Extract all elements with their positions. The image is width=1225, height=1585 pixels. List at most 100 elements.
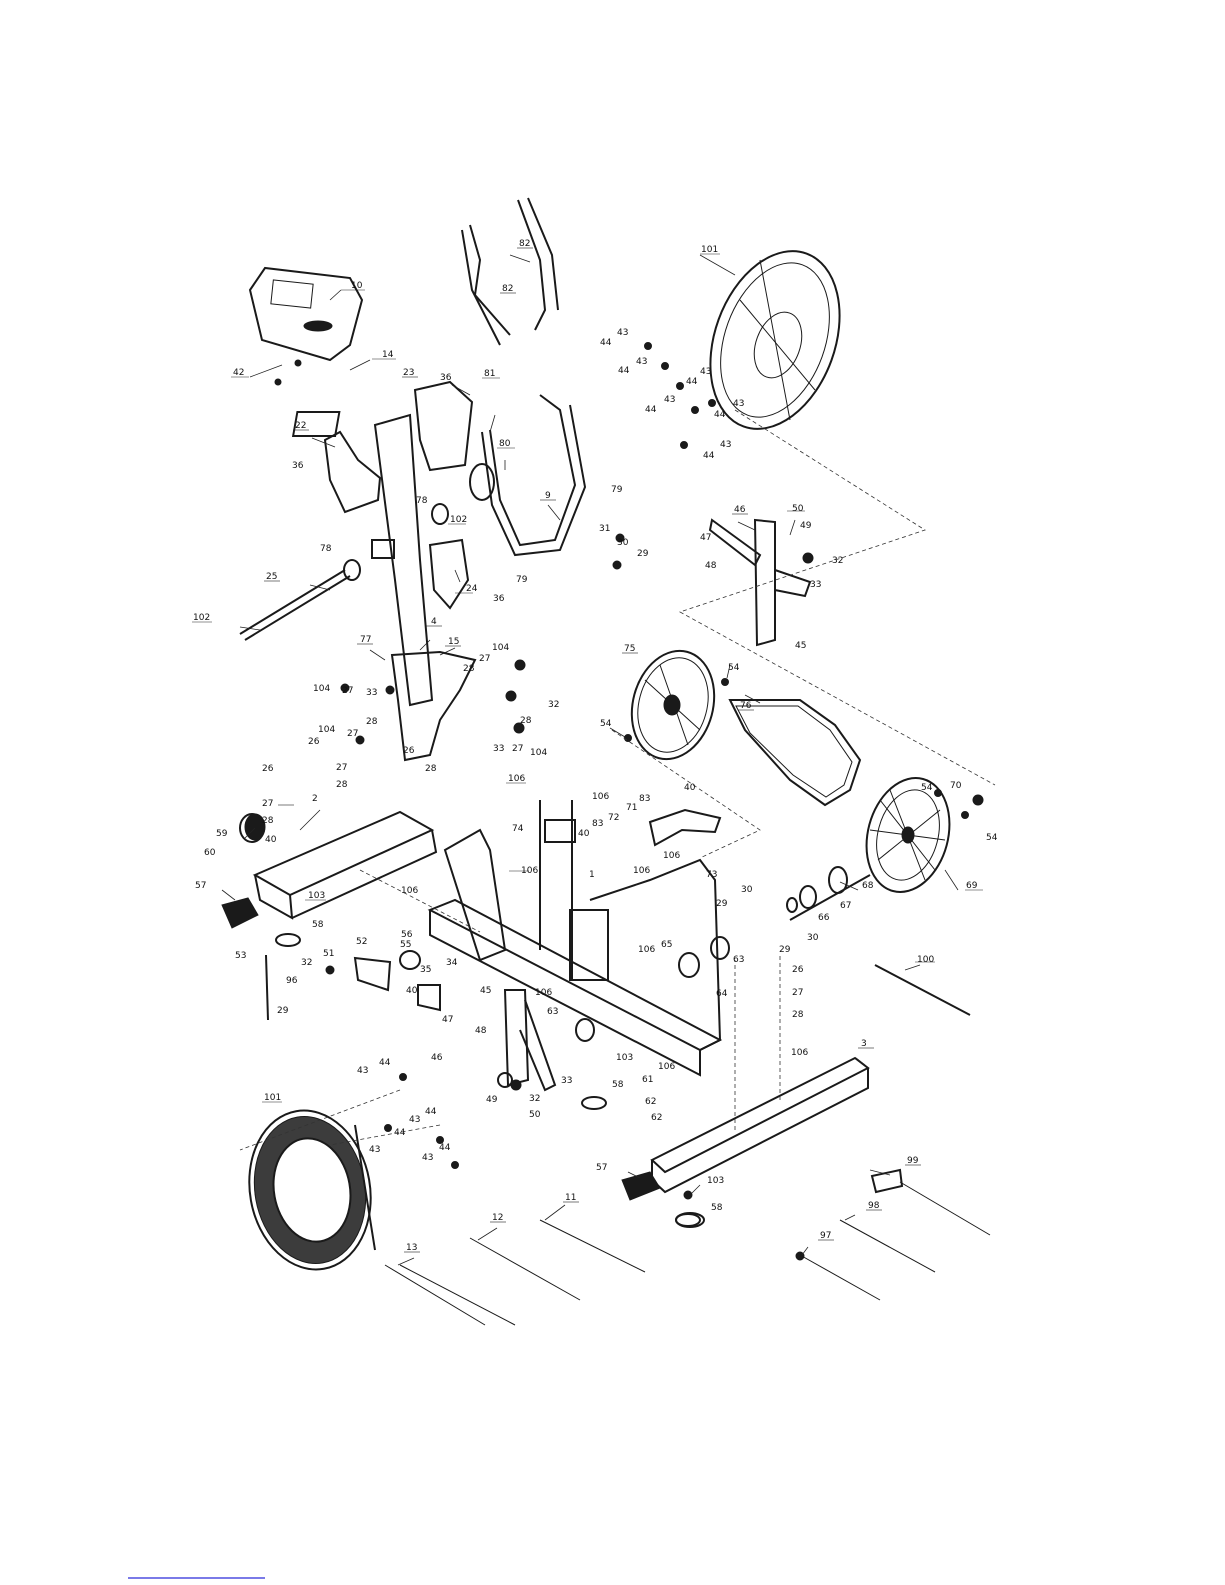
label-98: 98: [868, 1201, 880, 1211]
label-106-i: 106: [791, 1048, 808, 1058]
label-73: 73: [706, 870, 717, 880]
label-33-b: 33: [366, 688, 377, 698]
label-83-b: 83: [592, 819, 603, 829]
label-79-a: 79: [611, 485, 623, 495]
label-40-b: 40: [578, 829, 590, 839]
part-cables: [384, 964, 991, 1326]
label-10: 10: [351, 281, 363, 291]
label-29-b: 29: [716, 899, 728, 909]
label-46-bottom: 46: [431, 1053, 443, 1063]
label-42: 42: [233, 368, 244, 378]
part-upper-handlebar: [461, 197, 559, 346]
label-40-d: 40: [406, 986, 418, 996]
label-14: 14: [382, 350, 394, 360]
label-50-bottom: 50: [529, 1110, 541, 1120]
label-26-a: 26: [308, 737, 320, 747]
part-rear-bracket-upper: [708, 518, 812, 647]
label-58-c: 58: [711, 1203, 723, 1213]
label-43-i: 43: [369, 1145, 380, 1155]
label-40-c: 40: [265, 835, 277, 845]
label-97: 97: [820, 1231, 831, 1241]
label-99: 99: [907, 1156, 919, 1166]
label-13: 13: [406, 1243, 417, 1253]
label-9: 9: [545, 491, 551, 501]
part-flywheel-cover-left: [248, 1109, 376, 1271]
label-69: 69: [966, 881, 978, 891]
label-4: 4: [431, 617, 437, 627]
label-54-c: 54: [921, 783, 933, 793]
label-102-a: 102: [450, 515, 467, 525]
label-70: 70: [950, 781, 962, 791]
label-27-f: 27: [262, 799, 273, 809]
label-30-a: 30: [617, 538, 629, 548]
label-44-i: 44: [394, 1128, 406, 1138]
label-103-c: 103: [707, 1176, 724, 1186]
label-81: 81: [484, 369, 495, 379]
label-43-g: 43: [357, 1066, 368, 1076]
label-101-top: 101: [701, 245, 718, 255]
label-61: 61: [642, 1075, 653, 1085]
label-33-a: 33: [493, 744, 504, 754]
label-103-a: 103: [308, 891, 325, 901]
label-36-b: 36: [292, 461, 304, 471]
label-27-a: 27: [479, 654, 490, 664]
label-44-b: 44: [618, 366, 630, 376]
label-43-f: 43: [720, 440, 731, 450]
label-40-a: 40: [684, 783, 696, 793]
label-103-b: 103: [616, 1053, 633, 1063]
label-29-c: 29: [779, 945, 791, 955]
label-76: 76: [740, 701, 752, 711]
part-rear-stabilizer: [621, 1056, 870, 1228]
label-65: 65: [661, 940, 672, 950]
label-30-b: 30: [741, 885, 753, 895]
label-27-d: 27: [347, 729, 358, 739]
label-64: 64: [716, 989, 728, 999]
label-44-f: 44: [703, 451, 715, 461]
label-22: 22: [295, 421, 306, 431]
part-labels: 10 42 14 82 82 101 101 43 43 43 43 43 43…: [193, 239, 998, 1253]
label-33-top: 33: [810, 580, 821, 590]
label-27-e: 27: [336, 763, 347, 773]
label-102-b: 102: [193, 613, 210, 623]
label-106-e: 106: [521, 866, 538, 876]
label-82-upper: 82: [519, 239, 530, 249]
label-44-e: 44: [714, 410, 726, 420]
label-23: 23: [403, 368, 414, 378]
part-console: [248, 266, 364, 362]
label-52: 52: [356, 937, 367, 947]
label-106-c: 106: [663, 851, 680, 861]
label-44-d: 44: [645, 405, 657, 415]
part-seat-bracket: [390, 650, 477, 762]
label-54-a: 54: [728, 663, 740, 673]
label-55: 55: [400, 940, 411, 950]
part-belt: [728, 699, 862, 807]
label-43-b: 43: [636, 357, 647, 367]
label-44-j: 44: [439, 1143, 451, 1153]
label-49-top: 49: [800, 521, 812, 531]
label-106-j: 106: [658, 1062, 675, 1072]
label-43-d: 43: [664, 395, 675, 405]
label-49-bottom: 49: [486, 1095, 498, 1105]
label-57-b: 57: [596, 1163, 607, 1173]
part-main-post: [291, 411, 434, 707]
label-12: 12: [492, 1213, 503, 1223]
label-31: 31: [599, 524, 610, 534]
part-tension-bracket: [539, 800, 576, 980]
label-59: 59: [216, 829, 228, 839]
part-main-frame: [427, 828, 723, 1077]
label-51: 51: [323, 949, 334, 959]
label-54-d: 54: [986, 833, 998, 843]
label-47-bottom: 47: [442, 1015, 453, 1025]
label-43-c: 43: [700, 367, 711, 377]
label-28-g: 28: [792, 1010, 804, 1020]
part-hardware: [274, 342, 984, 1200]
part-flywheel-axle: [786, 866, 871, 921]
label-72: 72: [608, 813, 619, 823]
part-front-stabilizer: [221, 810, 438, 929]
label-96: 96: [286, 976, 298, 986]
leader-lines: [221, 254, 959, 1266]
label-104-a: 104: [492, 643, 509, 653]
label-106-d: 106: [633, 866, 650, 876]
label-44-a: 44: [600, 338, 612, 348]
label-46-top: 46: [734, 505, 746, 515]
